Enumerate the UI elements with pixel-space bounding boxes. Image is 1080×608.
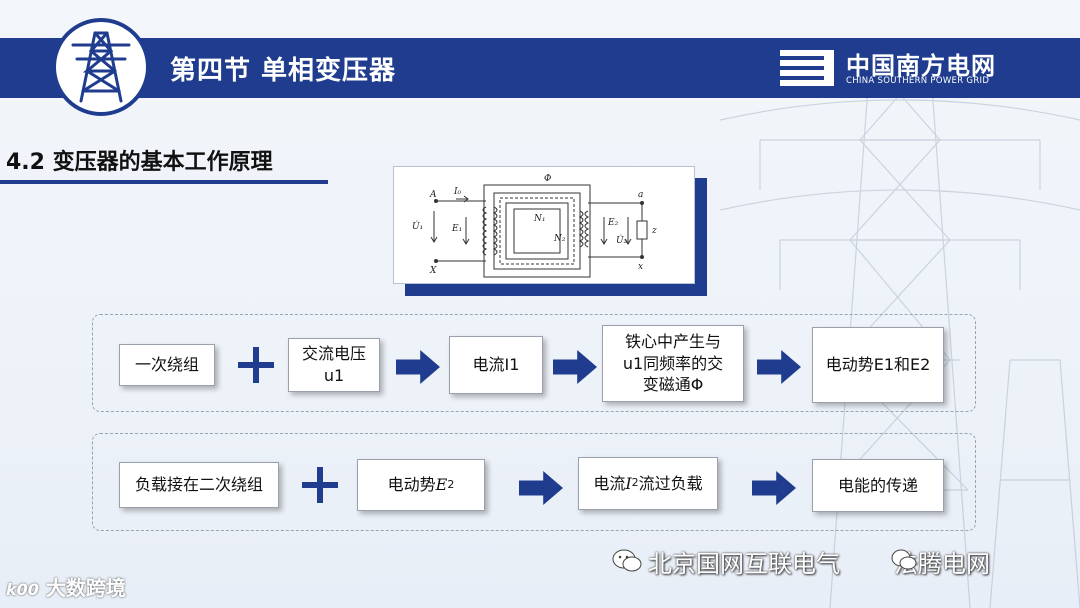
flow1-step-primary-winding: 一次绕组 — [119, 344, 215, 386]
flow2-current-var: I — [625, 473, 632, 493]
brand-logo: 中国南方电网 CHINA SOUTHERN POWER GRID — [780, 44, 1040, 94]
flow2-emf-text: 电动势 — [387, 475, 436, 495]
terminal-A-label: A — [429, 190, 437, 200]
section-heading: 4.2 变压器的基本工作原理 — [6, 150, 273, 175]
flow1-step-alternating-flux: 铁心中产生与 u1同频率的交 变磁通Φ — [602, 325, 744, 402]
flow2-step-load-on-secondary: 负载接在二次绕组 — [119, 462, 279, 508]
flow1-step-ac-voltage-line1: 交流电压 — [301, 344, 366, 364]
transmission-tower-icon — [71, 31, 131, 103]
flow2-current-sub: 2 — [631, 476, 639, 490]
flow2-step-energy-transfer: 电能的传递 — [812, 459, 944, 512]
flux-phi-label: Φ — [544, 174, 551, 184]
brand-name-en: CHINA SOUTHERN POWER GRID — [846, 76, 990, 86]
terminal-X-label: X — [429, 266, 437, 276]
flow2-current-post: 流过负载 — [638, 473, 703, 493]
flow2-emf-var: E — [435, 475, 448, 495]
turns-n1-label: N₁ — [533, 214, 545, 224]
transformer-schematic: A X a x I₀ U̇₁ E₁ Φ N₁ N₂ E₂ U̇₂ z — [412, 174, 657, 278]
brand-name-cn: 中国南方电网 — [846, 52, 996, 80]
load-z-label: z — [651, 226, 657, 236]
corner-brand: k00 大数跨境 — [6, 572, 126, 601]
watermark-text: 北京国网互联电气法腾电网 — [628, 544, 990, 579]
watermark-part1: 北京国网互联电气 — [648, 550, 840, 578]
page-title: 第四节 单相变压器 — [170, 56, 397, 86]
emf-e1-label: E₁ — [451, 224, 462, 234]
flow2-emf-sub: 2 — [447, 477, 455, 491]
plus-icon — [302, 467, 338, 503]
voltage-u1-label: U̇₁ — [412, 220, 423, 232]
section-underline — [0, 180, 328, 184]
power-tower-background — [720, 60, 1080, 608]
wechat-icon-2 — [891, 549, 917, 570]
header-band — [0, 38, 1080, 98]
secondary-flow-panel — [92, 433, 976, 531]
flow1-step-flux-line3: 变磁通Φ — [642, 375, 704, 395]
voltage-u2-label: U̇₂ — [616, 234, 628, 246]
flow1-step-flux-line1: 铁心中产生与 — [624, 332, 721, 352]
terminal-a-label: a — [638, 190, 643, 200]
wechat-icon — [612, 549, 642, 572]
corner-text: 大数跨境 — [45, 576, 126, 600]
plus-icon — [238, 347, 274, 383]
emf-e2-label: E₂ — [607, 218, 619, 228]
corner-logo: k00 — [6, 580, 39, 599]
flow1-step-current-i1: 电流I1 — [449, 336, 543, 394]
csg-logo-icon — [780, 50, 834, 86]
tower-logo — [52, 18, 150, 116]
flow1-step-emf-e1-e2: 电动势E1和E2 — [812, 327, 944, 403]
current-i0-label: I₀ — [453, 187, 462, 197]
flow1-step-flux-line2: u1同频率的交 — [622, 353, 724, 373]
flow2-current-pre: 电流 — [593, 473, 626, 493]
flow1-step-ac-voltage-line2: u1 — [323, 366, 345, 385]
transformer-diagram: A X a x I₀ U̇₁ E₁ Φ N₁ N₂ E₂ U̇₂ z — [393, 166, 695, 284]
flow1-step-ac-voltage: 交流电压 u1 — [288, 338, 380, 392]
terminal-x-label: x — [638, 262, 643, 272]
turns-n2-label: N₂ — [553, 234, 566, 244]
primary-flow-panel — [92, 314, 976, 412]
